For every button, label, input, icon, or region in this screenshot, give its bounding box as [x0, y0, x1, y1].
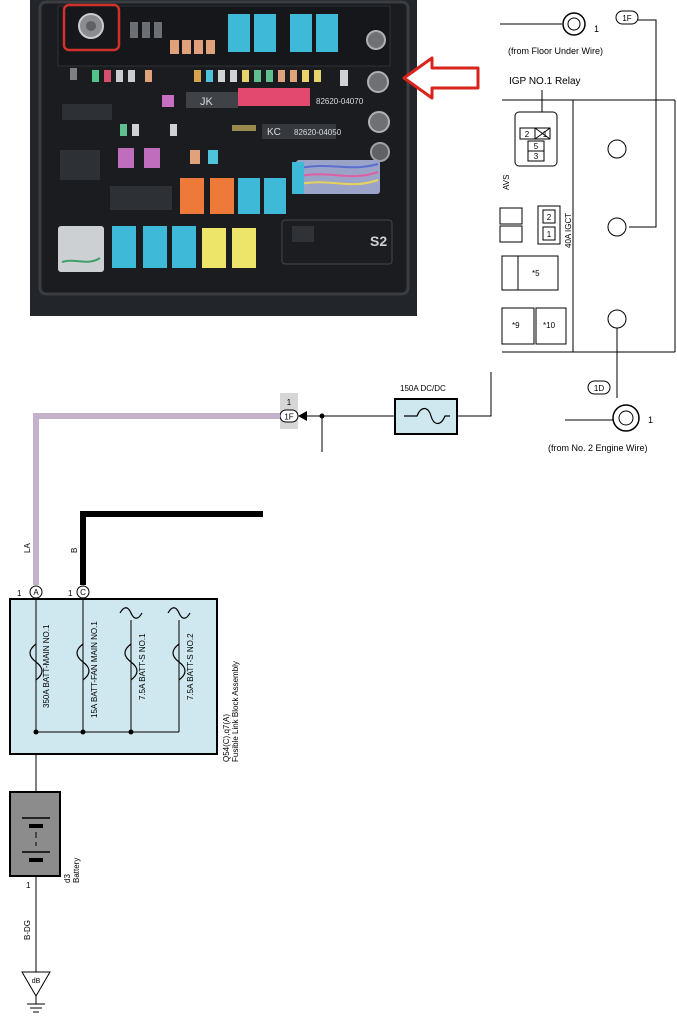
- relay-title: IGP NO.1 Relay: [509, 76, 581, 87]
- battery-num: 1: [26, 881, 31, 890]
- relay-pin: 3: [534, 152, 539, 161]
- fuse-symbol-icon: [124, 643, 138, 681]
- battery-name: Battery: [72, 858, 81, 883]
- stud-bolt-icon: [607, 139, 627, 159]
- connector-tag-text: 1F: [622, 14, 631, 23]
- connector-tag-1f-top: [615, 10, 639, 25]
- wire-la-label: LA: [23, 543, 32, 553]
- dcdc-circuit: 150A DC/DC 1 1F: [279, 372, 492, 452]
- relay-pin: 2: [525, 130, 530, 139]
- battery-code: d3: [63, 874, 72, 883]
- fuse-label: 350A BATT-MAIN NO.1: [42, 624, 51, 708]
- battery-body: [9, 791, 61, 877]
- dcdc-fuse-label: 150A DC/DC: [400, 384, 446, 393]
- fuse-label: 7.5A BATT-S NO.2: [186, 633, 195, 700]
- battery-circuit: 1 d3 Battery B-DG dB: [9, 754, 81, 1013]
- fuse-symbol-icon: [29, 643, 43, 681]
- fuse-symbol-icon: [76, 643, 90, 681]
- relay-pin: 5: [534, 142, 539, 151]
- wire-top-num: 1: [594, 24, 599, 34]
- relay-block-panel: 1 1F (from Floor Under Wire) IGP NO.1 Re…: [499, 10, 676, 453]
- ground-icon: [21, 971, 51, 997]
- fusible-link-block: 1 A 1 C 350A BATT-MAIN NO.1 15A BATT-FAN…: [9, 585, 240, 762]
- fuse-igct-pin: 2: [547, 213, 552, 222]
- highlight-box: [62, 3, 121, 52]
- arrow-icon: [298, 411, 307, 421]
- wire-bottom-caption: (from No. 2 Engine Wire): [548, 443, 648, 453]
- large-relay-row: [112, 178, 286, 268]
- fuse-symbol-icon: [167, 607, 191, 619]
- fuse-box-photo: JK 82620-04070 KC 82620-04050: [30, 0, 480, 316]
- stud-bolt-icon: [607, 217, 627, 237]
- term-a-num: 1: [17, 589, 22, 598]
- term-a-label: A: [33, 588, 39, 597]
- wire-top-caption: (from Floor Under Wire): [508, 46, 603, 56]
- fuse-symbol-icon: [404, 407, 450, 425]
- fuse-igct-pin: 1: [547, 230, 552, 239]
- fuse-igct-label: 40A IGCT: [564, 213, 573, 248]
- connector-tag-text: 1F: [284, 413, 293, 422]
- top-fuse-row: [130, 14, 338, 54]
- connector-tag-text: 1D: [594, 384, 604, 393]
- fuse-label: 7.5A BATT-S NO.1: [138, 633, 147, 700]
- term-c-num: 1: [68, 589, 73, 598]
- relay-number-1: 82620-04070: [316, 97, 364, 106]
- avs-label: AVS: [502, 175, 511, 190]
- relay-label-kc: KC: [267, 127, 281, 138]
- mini-fuse-row: [70, 68, 348, 86]
- wire-bottom-num: 1: [648, 415, 653, 425]
- fuse-label: 15A BATT-FAN MAIN NO.1: [90, 621, 99, 718]
- ground-tag: dB: [32, 978, 41, 985]
- term-c-label: C: [80, 588, 86, 597]
- fusible-block-name: Fusible Link Block Assembly: [231, 661, 240, 762]
- wire-b: [80, 511, 263, 585]
- callout-arrow: [402, 56, 480, 100]
- fuse-symbol-icon: [172, 643, 186, 681]
- relay-label-jk: JK: [200, 96, 214, 108]
- wire-bdg-label: B-DG: [23, 920, 32, 940]
- star9-label: *9: [512, 321, 520, 330]
- wire-b-label: B: [70, 548, 79, 553]
- connector-tag-1d: [587, 380, 611, 395]
- stud-bolt-icon: [607, 309, 627, 329]
- wire-la: [33, 413, 280, 585]
- wires: LA B: [23, 413, 280, 585]
- relay-number-2: 82620-04050: [294, 128, 342, 137]
- relay-label-s2: S2: [370, 233, 387, 249]
- fuse-symbol-icon: [119, 607, 143, 619]
- relay-pin: 1: [543, 130, 548, 139]
- fusible-block-code: Q54(C),q7(A): [222, 714, 231, 762]
- star5-label: *5: [532, 269, 540, 278]
- connector-1f-num: 1: [287, 398, 292, 407]
- star10-label: *10: [543, 321, 556, 330]
